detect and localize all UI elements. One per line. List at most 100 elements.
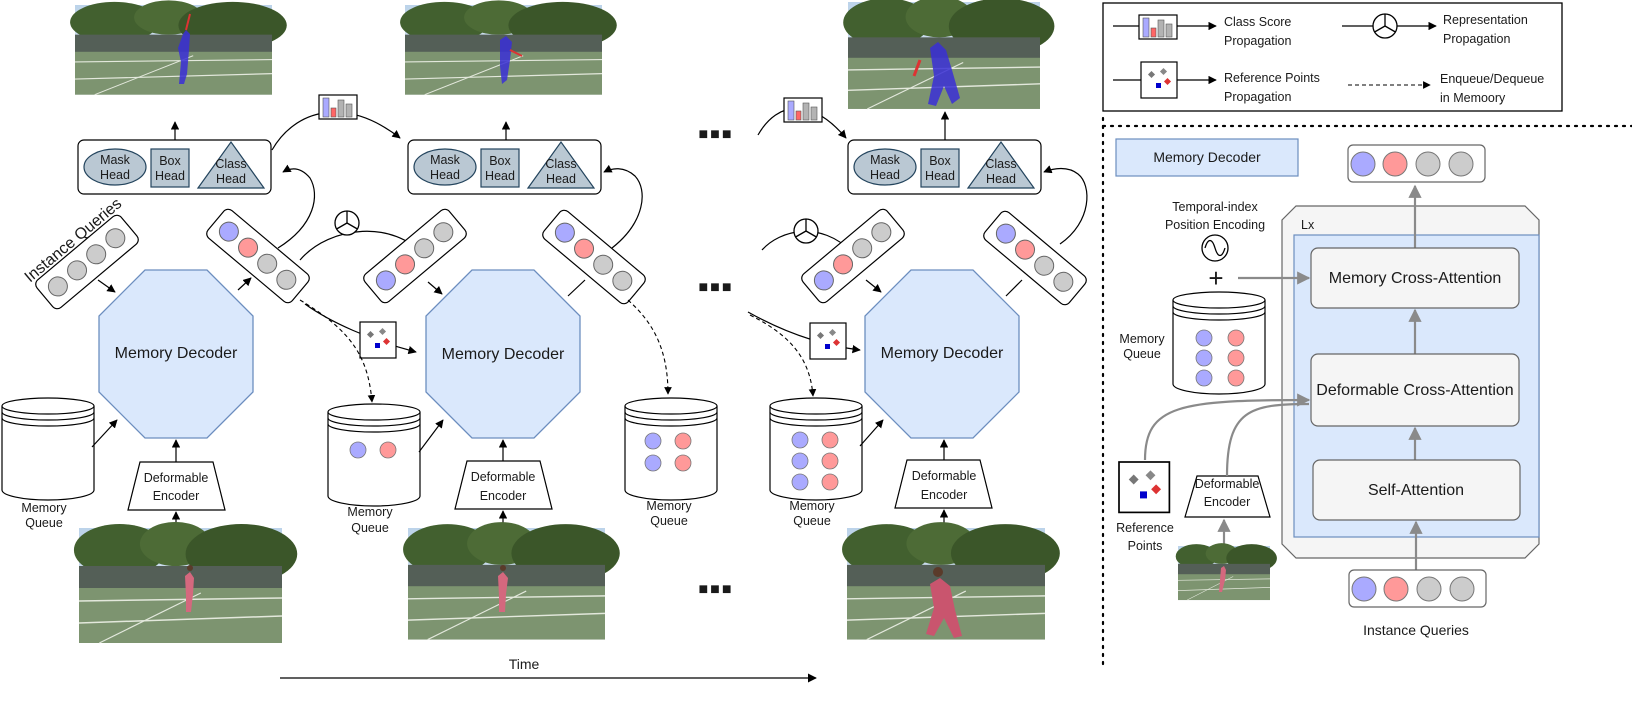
deformable-encoder-2: Deformable Encoder <box>454 460 553 510</box>
memory-queue-3 <box>624 397 718 501</box>
svg-text:Propagation: Propagation <box>1224 90 1291 104</box>
svg-text:Deformable: Deformable <box>471 470 536 484</box>
svg-text:Enqueue/Dequeue: Enqueue/Dequeue <box>1440 72 1544 86</box>
frame-2: Mask Head Box Head Class Head Memory Dec… <box>327 0 718 641</box>
svg-text:Class Score: Class Score <box>1224 15 1291 29</box>
output-queries-3 <box>983 210 1087 306</box>
svg-text:Deformable: Deformable <box>912 469 977 483</box>
frame-1: Mask Head Box Head Class Head Instance Q… <box>1 0 316 644</box>
svg-text:Temporal-index: Temporal-index <box>1172 200 1258 214</box>
svg-text:Head: Head <box>986 172 1016 186</box>
output-queries-2 <box>542 209 646 305</box>
deformable-cross-attention <box>1310 353 1520 427</box>
legend-reference-points-icon <box>1140 61 1178 99</box>
mask-head <box>83 148 147 186</box>
svg-text:Encoder: Encoder <box>1204 495 1251 509</box>
svg-text:Propagation: Propagation <box>1224 34 1291 48</box>
input-queries-2 <box>363 208 467 304</box>
legend-representation-icon <box>1372 13 1398 39</box>
heads-box-1: Mask Head Box Head Class Head <box>77 139 272 195</box>
svg-text:Box: Box <box>159 154 181 168</box>
reference-points-arrow-2 <box>747 311 861 354</box>
memory-queue-1 <box>1 397 95 501</box>
svg-text:Memory: Memory <box>646 499 692 513</box>
representation-icon-1 <box>334 210 360 236</box>
svg-text:Box: Box <box>489 154 511 168</box>
detail-deformable-encoder <box>1184 475 1271 518</box>
svg-text:Encoder: Encoder <box>921 488 968 502</box>
svg-text:Queue: Queue <box>1123 347 1161 361</box>
svg-text:Queue: Queue <box>793 514 831 528</box>
svg-text:Head: Head <box>430 168 460 182</box>
memory-queue-2 <box>327 403 421 507</box>
svg-text:Mask: Mask <box>430 153 461 167</box>
class-head <box>196 140 266 189</box>
svg-text:Queue: Queue <box>25 516 63 530</box>
svg-text:Head: Head <box>100 168 130 182</box>
output-image-3 <box>842 0 1056 110</box>
representation-icon-2 <box>793 218 819 244</box>
svg-text:Head: Head <box>870 168 900 182</box>
detail-title: Memory Decoder <box>1153 149 1261 165</box>
self-attention <box>1312 459 1521 521</box>
svg-text:Deformable: Deformable <box>144 471 209 485</box>
svg-text:Memory: Memory <box>21 501 67 515</box>
svg-text:Class: Class <box>215 157 246 171</box>
detail-title-box <box>1115 138 1299 177</box>
input-image-2 <box>402 521 621 641</box>
svg-text:Encoder: Encoder <box>153 489 200 503</box>
box-head <box>150 148 190 188</box>
svg-text:Encoder: Encoder <box>480 489 527 503</box>
svg-text:Memory Decoder: Memory Decoder <box>442 346 565 363</box>
svg-text:Box: Box <box>929 154 951 168</box>
class-score-icon-2 <box>783 97 823 123</box>
svg-text:Head: Head <box>216 172 246 186</box>
ellipsis-bottom: ■■■ <box>699 581 734 598</box>
svg-text:Deformable Cross-Attention: Deformable Cross-Attention <box>1316 382 1513 399</box>
svg-text:Deformable: Deformable <box>1195 477 1260 491</box>
svg-text:Mask: Mask <box>100 153 131 167</box>
memory-queue-4 <box>769 397 863 501</box>
svg-text:Mask: Mask <box>870 153 901 167</box>
memory-decoder-2: Memory Decoder <box>425 269 581 439</box>
heads-box-3: Mask Head Box Head Class Head <box>847 139 1042 195</box>
enqueue-arrow-2 <box>627 299 672 395</box>
legend: Class Score Propagation Representation P… <box>1102 2 1563 112</box>
svg-text:Class: Class <box>985 157 1016 171</box>
plus-sign: + <box>1208 263 1223 293</box>
svg-text:Head: Head <box>925 169 955 183</box>
enqueue-arrow-3 <box>749 314 817 397</box>
detail-input-image <box>1175 542 1278 601</box>
svg-text:Reference: Reference <box>1116 521 1174 535</box>
reference-points-icon-2 <box>809 322 847 360</box>
svg-text:Memory: Memory <box>789 499 835 513</box>
deformable-encoder-3: Deformable Encoder <box>894 459 993 509</box>
detail-reference-points-icon <box>1118 461 1171 514</box>
memory-decoder-1: Memory Decoder <box>98 269 254 439</box>
reference-points-icon-1 <box>359 321 397 359</box>
svg-text:Self-Attention: Self-Attention <box>1368 482 1464 499</box>
legend-class-score-icon <box>1138 14 1178 40</box>
time-label: Time <box>509 656 540 672</box>
svg-text:Points: Points <box>1128 539 1163 553</box>
frame-3: Mask Head Box Head Class Head Memory Dec… <box>769 0 1088 641</box>
detail-memory-queue <box>1172 291 1266 395</box>
svg-text:Representation: Representation <box>1443 13 1528 27</box>
svg-text:Memory: Memory <box>347 505 393 519</box>
output-image-1 <box>69 0 288 96</box>
svg-text:in Memoory: in Memoory <box>1440 91 1506 105</box>
instance-queries-input <box>35 214 139 310</box>
ellipsis-mid: ■■■ <box>699 279 734 296</box>
detail-instance-queries-label: Instance Queries <box>1363 622 1469 638</box>
svg-text:Head: Head <box>485 169 515 183</box>
memory-cross-attention <box>1310 247 1520 309</box>
output-image-2 <box>399 0 618 96</box>
class-score-icon-1 <box>318 94 358 120</box>
lx-label: Lx <box>1301 218 1315 232</box>
ellipsis-top: ■■■ <box>699 126 734 143</box>
svg-text:Memory Decoder: Memory Decoder <box>881 345 1004 362</box>
svg-text:Position Encoding: Position Encoding <box>1165 218 1265 232</box>
heads-box-2: Mask Head Box Head Class Head <box>407 139 602 195</box>
svg-text:Class: Class <box>545 157 576 171</box>
